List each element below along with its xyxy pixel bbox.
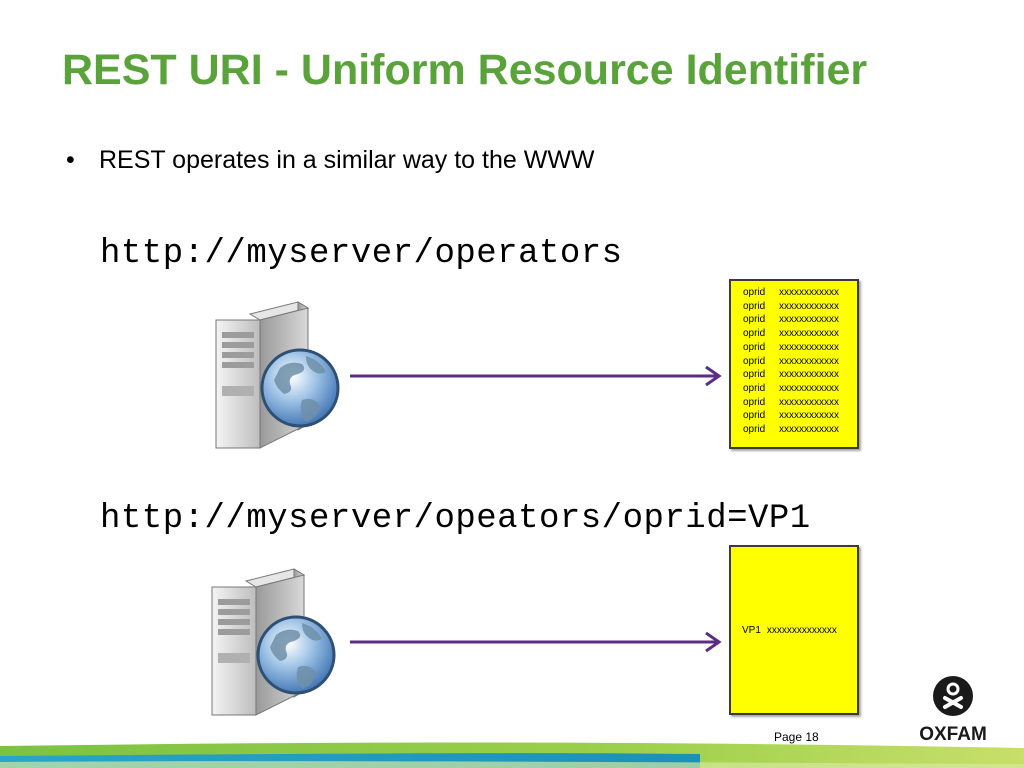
oxfam-logo-text: OXFAM [919,724,987,745]
bullet-text: REST operates in a similar way to the WW… [99,146,595,174]
row-value: xxxxxxxxxxxx [779,369,839,381]
row-key: VP1 [742,625,761,636]
right-arrow-icon [350,631,722,653]
row-key: oprid [743,396,766,408]
url-example-2: http://myserver/opeators/oprid=VP1 [100,500,811,538]
row-key: oprid [743,314,766,326]
right-arrow-icon [350,365,722,387]
slide-title: REST URI - Uniform Resource Identifier [62,46,868,94]
row-key: oprid [743,410,766,422]
operators-list-document: oprid xxxxxxxxxxxx oprid xxxxxxxxxxxx oprid x… [729,279,859,449]
row-value: xxxxxxxxxxxx [779,382,839,394]
row-value: xxxxxxxxxxxx [779,300,839,312]
document-row: oprid xxxxxxxxxxxx [731,355,857,369]
row-value: xxxxxxxxxxxx [779,341,839,353]
document-row: oprid xxxxxxxxxxxx [731,409,857,423]
document-row: VP1 xxxxxxxxxxxxxx [742,625,837,636]
url-example-1: http://myserver/operators [100,235,623,273]
row-value: xxxxxxxxxxxx [779,314,839,326]
page-number: Page 18 [774,730,819,744]
document-row: oprid xxxxxxxxxxxx [731,286,857,300]
row-value: xxxxxxxxxxxx [779,410,839,422]
row-key: oprid [743,287,766,298]
row-value: xxxxxxxxxxxxxx [766,625,837,636]
row-key: oprid [743,341,766,353]
web-server-globe-icon [211,568,336,716]
row-value: xxxxxxxxxxxx [779,328,839,340]
row-key: oprid [743,328,766,340]
row-key: oprid [743,300,766,312]
document-row: oprid xxxxxxxxxxxx [731,396,857,410]
web-server-globe-icon [215,301,340,449]
row-key: oprid [743,369,766,381]
document-row: oprid xxxxxxxxxxxx [731,300,857,314]
row-key: oprid [743,355,766,367]
oxfam-logo-icon [933,676,973,716]
document-row: oprid xxxxxxxxxxxx [731,313,857,327]
row-value: xxxxxxxxxxxx [779,287,839,298]
row-key: oprid [743,424,766,436]
row-value: xxxxxxxxxxxx [779,424,839,436]
bullet-item: • REST operates in a similar way to the W… [66,146,595,175]
row-key: oprid [743,382,766,394]
document-row: oprid xxxxxxxxxxxx [731,368,857,382]
document-row: oprid xxxxxxxxxxxx [731,423,857,437]
document-row: oprid xxxxxxxxxxxx [731,382,857,396]
row-value: xxxxxxxxxxxx [779,355,839,367]
row-value: xxxxxxxxxxxx [779,396,839,408]
bullet-dot: • [66,146,75,174]
document-row: oprid xxxxxxxxxxxx [731,327,857,341]
footer-band [0,742,1024,768]
document-row: oprid xxxxxxxxxxxx [731,341,857,355]
single-operator-document: VP1 xxxxxxxxxxxxxx [729,545,859,715]
